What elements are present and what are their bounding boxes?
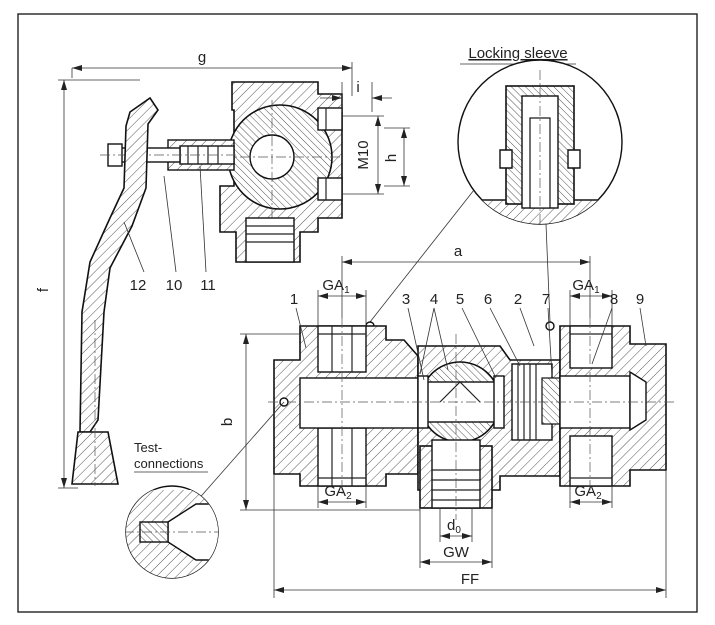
ga1-left-label: GA1: [322, 277, 350, 296]
ff-label: FF: [461, 571, 479, 588]
dim-g-label: g: [198, 49, 206, 66]
part-labels-side: 12 10 11: [123, 165, 216, 294]
dim-a-label: a: [454, 243, 463, 260]
dim-b-label: b: [219, 418, 236, 426]
part-2: 2: [514, 291, 522, 308]
part-1: 1: [290, 291, 298, 308]
dimension-i: i: [320, 79, 392, 112]
part-12: 12: [130, 277, 147, 294]
dim-m10-label: M10: [355, 140, 372, 169]
dimension-f: f: [35, 79, 140, 489]
test-connections-label-2: connections: [134, 456, 204, 471]
dimension-ga2-left: GA2: [317, 483, 367, 508]
dimension-gw: GW: [419, 508, 493, 568]
ga1-right-label: GA1: [572, 277, 600, 296]
gw-label: GW: [443, 544, 470, 561]
dimension-ff: FF: [273, 470, 667, 598]
locking-sleeve-label: Locking sleeve: [468, 45, 567, 62]
dimension-h: h: [383, 127, 410, 187]
dimension-g: g: [71, 49, 353, 96]
dimension-d0: d0: [439, 508, 473, 542]
dimension-ga2-right: GA2: [569, 483, 613, 508]
test-connections-detail: Test- connections: [125, 440, 219, 579]
part-7: 7: [542, 291, 550, 308]
dimension-ga1-left: GA1: [317, 277, 367, 326]
dim-i-label: i: [356, 79, 359, 96]
dimension-b: b: [219, 333, 420, 511]
ga2-left-label: GA2: [324, 483, 352, 502]
part-9: 9: [636, 291, 644, 308]
part-8: 8: [610, 291, 618, 308]
dimension-a: a: [341, 243, 591, 318]
part-5: 5: [456, 291, 464, 308]
part-labels-main: 1 3 4 5 6 2 7 8 9: [290, 291, 647, 381]
side-view: [71, 81, 343, 486]
part-11: 11: [200, 277, 216, 294]
part-3: 3: [402, 291, 410, 308]
part-4: 4: [430, 291, 438, 308]
dim-f-label: f: [35, 287, 52, 292]
main-section-view: [195, 318, 676, 520]
dim-h-label: h: [383, 154, 400, 162]
test-connections-label-1: Test-: [134, 440, 162, 455]
dimension-ga1-right: GA1: [569, 277, 613, 326]
d0-label: d0: [447, 517, 461, 536]
part-6: 6: [484, 291, 492, 308]
part-10: 10: [166, 277, 183, 294]
ga2-right-label: GA2: [574, 483, 602, 502]
drawing-frame: [17, 13, 698, 613]
dimension-m10: M10: [342, 115, 384, 195]
